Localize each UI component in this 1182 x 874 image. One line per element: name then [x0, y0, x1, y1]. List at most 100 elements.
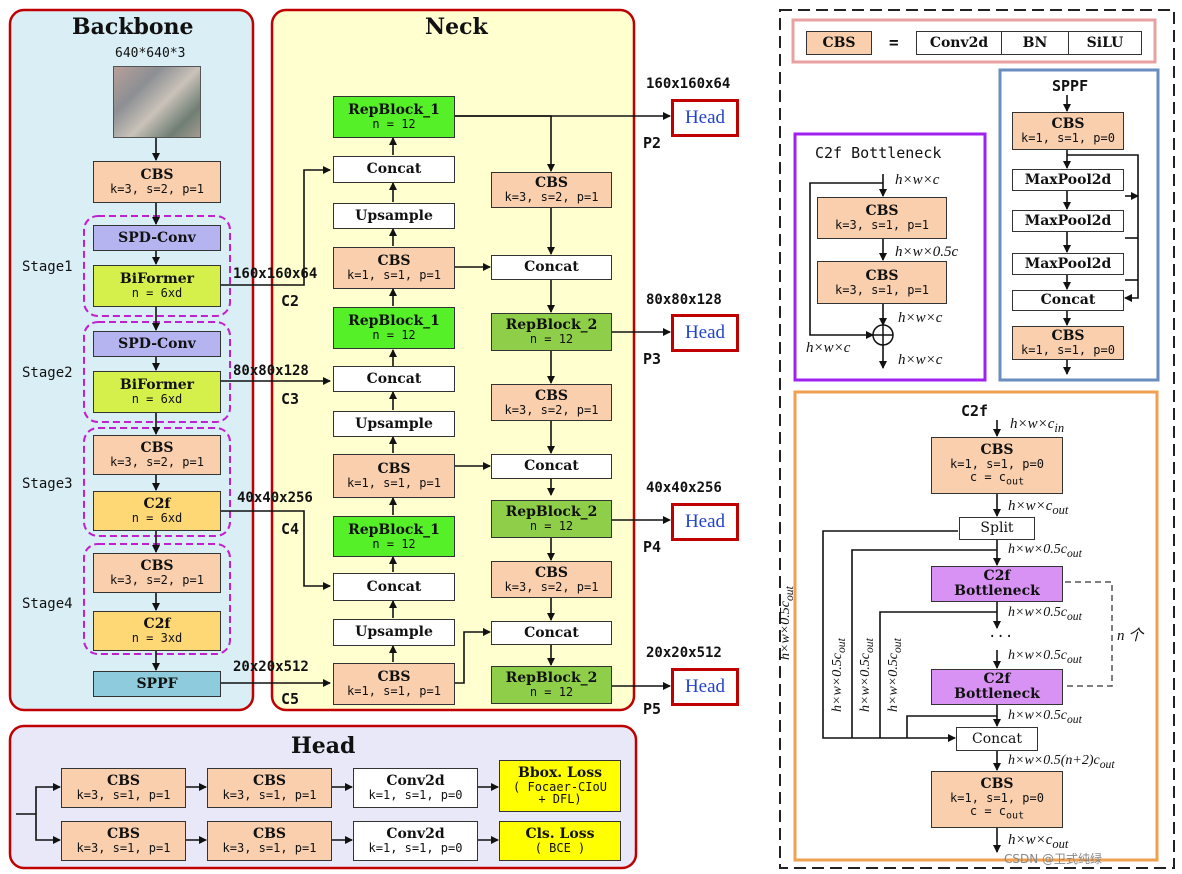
c3-label: C3: [281, 390, 300, 408]
block-name: CBS: [1051, 328, 1085, 345]
block-param: n = 12: [372, 328, 416, 343]
c2f-dim-in-sub: in: [1054, 421, 1065, 435]
block-param: k=3, s=1, p=1: [835, 218, 929, 233]
block-name: RepBlock_1: [348, 102, 440, 119]
block-name: BiFormer: [119, 377, 195, 394]
p5-size: 20x20x512: [646, 645, 722, 661]
dim-sub: out: [834, 638, 848, 654]
neck-repblock1-low: RepBlock_1 n = 12: [333, 516, 455, 557]
block-name: CBS: [822, 34, 856, 51]
block-name: CBS: [140, 558, 174, 575]
neck-title: Neck: [425, 14, 488, 40]
bottleneck-dim-in: h×w×c: [895, 172, 940, 188]
neck-concat-2: Concat: [333, 366, 455, 392]
dim-sub: out: [1066, 609, 1082, 623]
block-name: CBS: [980, 776, 1014, 793]
c2f-dim-half-4: h×w×0.5cout: [1008, 708, 1082, 726]
head-cbs-2a: CBS k=3, s=1, p=1: [207, 768, 332, 808]
block-name: CBS: [377, 669, 411, 686]
c2f-dim-half-3: h×w×0.5cout: [1008, 648, 1082, 666]
neck-cbs-r2: CBS k=3, s=2, p=1: [491, 384, 612, 421]
c2f-vertical-4: h×w×0.5cout: [886, 638, 904, 712]
block-param: k=3, s=2, p=1: [110, 573, 204, 588]
head-box-p5: Head: [671, 668, 739, 706]
c2f-bottleneck-1: C2f Bottleneck: [931, 566, 1063, 602]
dim-sub: out: [890, 638, 904, 654]
block-name: MaxPool2d: [1024, 212, 1112, 229]
block-channels: c = cout: [970, 470, 1024, 488]
c2f-dim-final: h×w×cout: [1008, 832, 1068, 852]
sppf-concat: Concat: [1012, 290, 1124, 311]
c4-label: C4: [281, 520, 300, 538]
block-name: CBS: [377, 461, 411, 478]
block-param: k=3, s=1, p=1: [76, 788, 171, 803]
bbox-loss-title: Bbox. Loss: [518, 765, 602, 782]
input-size: 640*640*3: [115, 46, 186, 61]
block-param: k=1, s=1, p=0: [1021, 343, 1115, 358]
block-name: RepBlock_2: [505, 504, 598, 521]
block-param: n = 12: [529, 685, 574, 700]
block-param: k=1, s=1, p=1: [347, 268, 441, 283]
backbone-sppf: SPPF: [93, 671, 221, 697]
block-name: CBS: [534, 175, 569, 192]
backbone-cbs-1: CBS k=3, s=2, p=1: [93, 161, 221, 203]
block-param: k=3, s=1, p=1: [222, 841, 317, 856]
legend-bn: BN: [1001, 31, 1069, 55]
channels-text: c = c: [969, 803, 1007, 818]
legend-panel: [791, 18, 1157, 64]
block-name: Conv2d: [929, 34, 989, 51]
head-cbs-1a: CBS k=3, s=1, p=1: [61, 768, 186, 808]
stage2-label: Stage2: [22, 365, 73, 381]
block-name: MaxPool2d: [1024, 171, 1112, 188]
neck-concat-r2: Concat: [491, 454, 612, 479]
sppf-cbs-2: CBS k=1, s=1, p=0: [1012, 326, 1124, 360]
backbone-spdconv-1: SPD-Conv: [93, 225, 221, 251]
bottleneck-cbs-2: CBS k=3, s=1, p=1: [817, 261, 947, 304]
backbone-title: Backbone: [72, 14, 194, 40]
block-name: RepBlock_2: [505, 317, 598, 334]
block-name: Concat: [524, 259, 579, 276]
block-name: BiFormer: [119, 271, 195, 288]
dim-sub: out: [1052, 837, 1069, 851]
block-name: SiLU: [1086, 34, 1124, 51]
head-cbs-2b: CBS k=3, s=1, p=1: [207, 821, 332, 861]
block-name: Concat: [1040, 292, 1096, 309]
neck-repblock2-1: RepBlock_2 n = 12: [491, 313, 612, 351]
block-param: k=1, s=1, p=0: [950, 791, 1044, 806]
backbone-biformer-2: BiFormer n = 6xd: [93, 371, 221, 413]
backbone-cbs-2: CBS k=3, s=2, p=1: [93, 435, 221, 475]
block-param: n = 12: [529, 519, 574, 534]
block-param: k=1, s=1, p=0: [1021, 131, 1115, 146]
dim-text: h×w×0.5c: [858, 653, 873, 712]
sppf-panel: [998, 68, 1160, 382]
block-name: CBS: [140, 167, 174, 184]
block-param: n = 12: [372, 117, 416, 132]
block-name: Concat: [366, 370, 422, 387]
cls-loss-title: Cls. Loss: [525, 826, 595, 843]
block-name: Conv2d: [386, 826, 445, 843]
block-name: CBS: [1051, 116, 1085, 133]
head-title: Head: [291, 733, 356, 759]
block-name-2: Bottleneck: [954, 583, 1040, 599]
watermark: CSDN @卫式纯绿: [1004, 852, 1103, 866]
block-param: k=3, s=2, p=1: [504, 190, 599, 205]
block-name: SPPF: [136, 675, 178, 692]
block-name: SPD-Conv: [118, 229, 196, 246]
legend-equals: =: [889, 33, 899, 52]
bottleneck-dim-mid: h×w×0.5c: [895, 244, 959, 260]
c2f-panel: [793, 390, 1159, 862]
c5-size: 20x20x512: [233, 659, 309, 675]
dim-text: h×w×0.5c: [1008, 605, 1067, 620]
dim-text: h×w×0.5c: [1008, 542, 1067, 557]
block-param: k=1, s=1, p=0: [368, 841, 463, 856]
neck-concat-3: Concat: [333, 573, 455, 601]
c2f-vertical-1: h×w×0.5cout: [778, 586, 796, 660]
block-name: BN: [1022, 34, 1048, 51]
sppf-maxpool-3: MaxPool2d: [1012, 253, 1124, 275]
neck-repblock2-3: RepBlock_2 n = 12: [491, 666, 612, 704]
p4-size: 40x40x256: [646, 480, 722, 496]
block-name: CBS: [865, 203, 899, 220]
bottleneck-title: C2f Bottleneck: [815, 144, 942, 162]
c2f-dim-in: h×w×cin: [1010, 416, 1064, 436]
neck-concat-r3: Concat: [491, 621, 612, 645]
